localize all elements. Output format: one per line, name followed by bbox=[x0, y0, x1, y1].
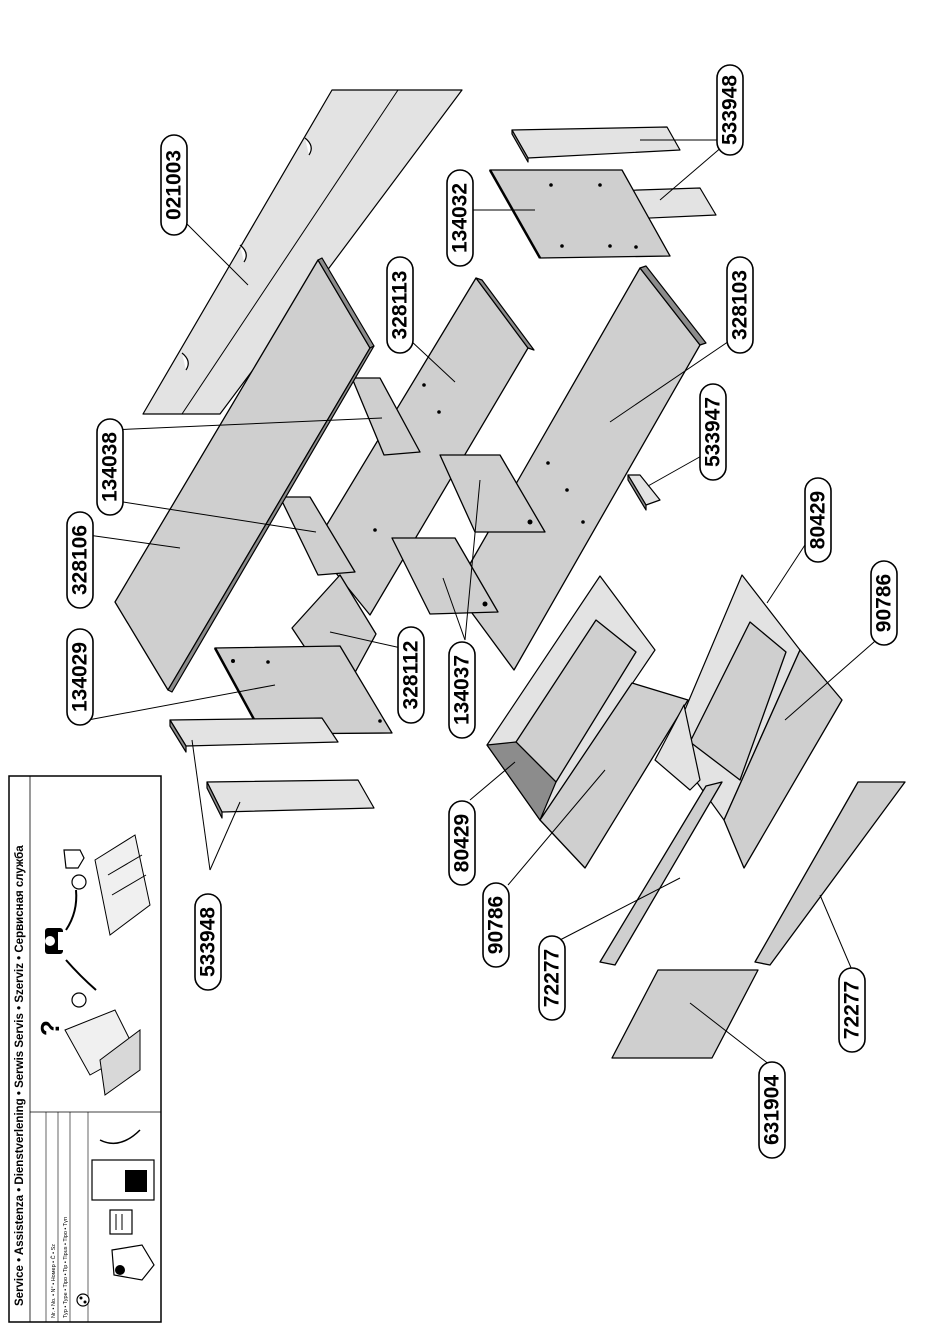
part-label-text: 021003 bbox=[163, 150, 186, 220]
part-label-328106: 328106 bbox=[67, 512, 93, 608]
part-label-631904: 631904 bbox=[759, 1062, 785, 1158]
part-label-328103: 328103 bbox=[727, 257, 753, 353]
part-label-134032: 134032 bbox=[447, 170, 473, 266]
part-label-text: 90786 bbox=[485, 896, 508, 954]
part-label-text: 134038 bbox=[99, 432, 122, 502]
part-label-text: 134037 bbox=[451, 655, 474, 725]
side-panel-134032 bbox=[490, 170, 670, 258]
part-label-text: 328103 bbox=[729, 270, 752, 340]
part-label-134038: 134038 bbox=[97, 419, 123, 515]
part-label-328113: 328113 bbox=[387, 257, 413, 353]
part-label-text: 72277 bbox=[841, 981, 864, 1039]
part-label-text: 134032 bbox=[449, 183, 472, 253]
part-label-533948-left: 533948 bbox=[195, 894, 221, 990]
service-box: Service • Assistenza • Dienstverlening •… bbox=[9, 776, 161, 1322]
part-label-80429-left: 80429 bbox=[449, 801, 475, 885]
part-label-90786-right: 90786 bbox=[871, 561, 897, 645]
part-label-021003: 021003 bbox=[161, 135, 187, 235]
brand-logo bbox=[77, 1294, 89, 1306]
question-mark-icon: ? bbox=[35, 1020, 65, 1036]
part-label-text: 134029 bbox=[69, 642, 92, 712]
part-label-90786-left: 90786 bbox=[483, 883, 509, 967]
part-label-72277-right: 72277 bbox=[839, 968, 865, 1052]
service-row-nr: Nr. • No. • N° • Номер • Č • Sz bbox=[50, 1244, 57, 1318]
sad-face-icon bbox=[72, 993, 86, 1007]
service-row-typ: Typ • Type • Tipo • Tip • Tipus • Tipo •… bbox=[63, 1217, 69, 1318]
part-label-text: 328113 bbox=[389, 271, 412, 340]
block-533947 bbox=[628, 475, 660, 510]
bottom-panel-631904 bbox=[612, 970, 758, 1058]
part-label-134029: 134029 bbox=[67, 629, 93, 725]
part-label-134037: 134037 bbox=[449, 642, 475, 738]
part-label-text: 533948 bbox=[197, 907, 220, 977]
hardware-bag-icon bbox=[110, 1210, 132, 1234]
part-label-80429-right: 80429 bbox=[805, 478, 831, 562]
part-label-text: 328106 bbox=[69, 525, 92, 595]
part-label-text: 80429 bbox=[807, 491, 830, 549]
part-label-text: 533948 bbox=[719, 75, 742, 145]
service-title: Service • Assistenza • Dienstverlening •… bbox=[14, 845, 26, 1306]
happy-face-icon bbox=[72, 875, 86, 889]
part-label-text: 533947 bbox=[702, 397, 725, 467]
part-label-text: 72277 bbox=[541, 949, 564, 1007]
part-label-text: 80429 bbox=[451, 814, 474, 872]
part-label-328112: 328112 bbox=[398, 627, 424, 723]
part-label-533947: 533947 bbox=[700, 384, 726, 480]
phone-icon bbox=[45, 928, 64, 954]
part-label-533948-top: 533948 bbox=[717, 65, 743, 155]
part-label-text: 328112 bbox=[400, 641, 423, 710]
part-label-text: 631904 bbox=[761, 1075, 784, 1145]
part-label-72277-left: 72277 bbox=[539, 936, 565, 1020]
part-label-text: 90786 bbox=[873, 574, 896, 632]
